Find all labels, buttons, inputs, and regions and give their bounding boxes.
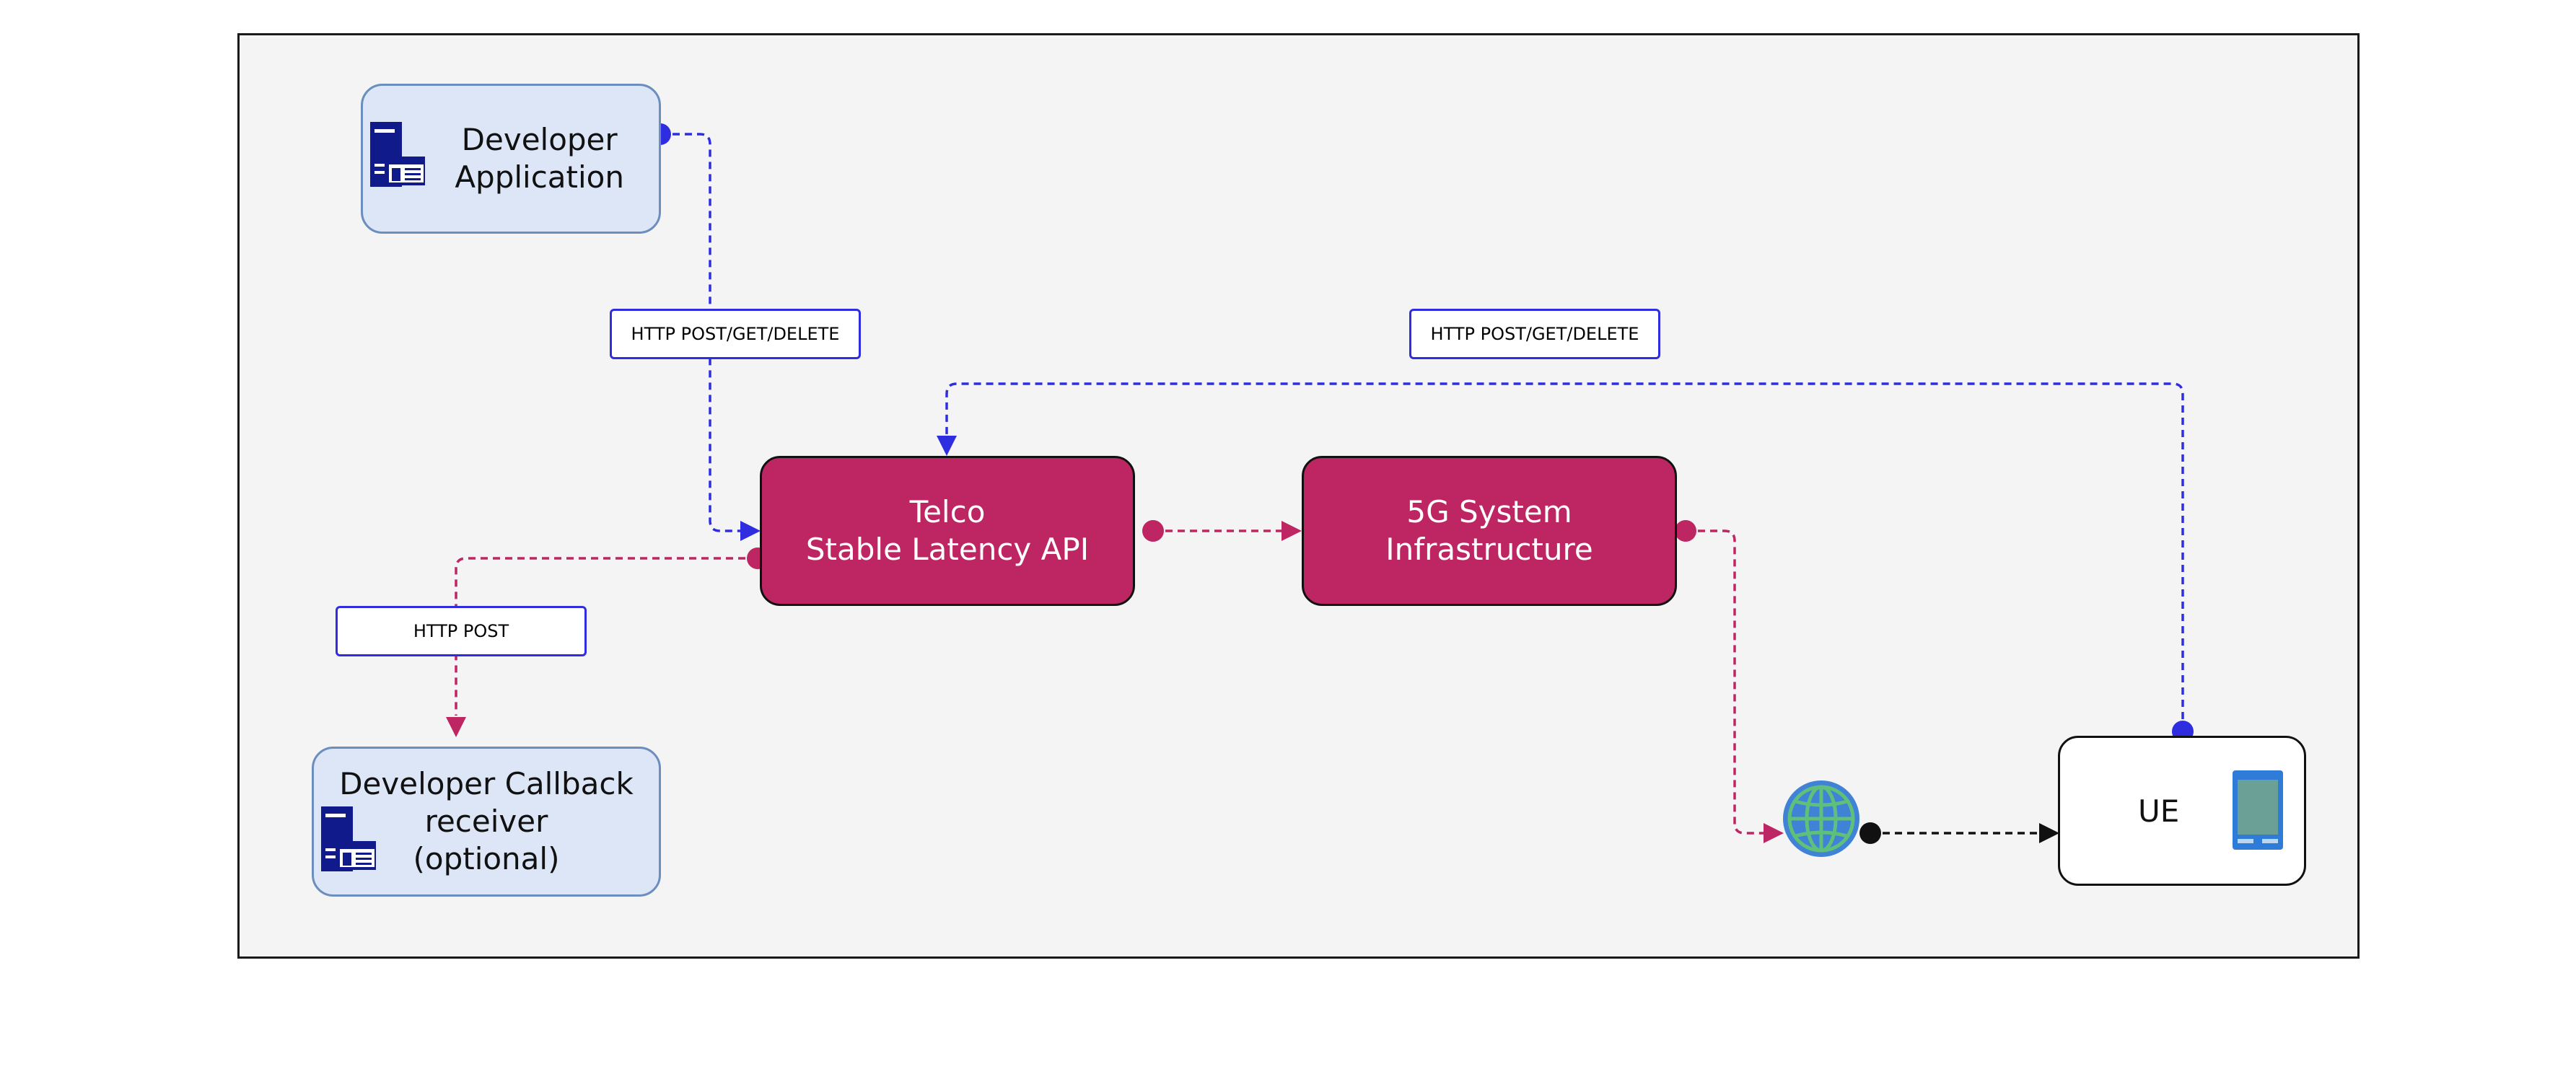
mobile-phone-icon	[2233, 770, 2283, 850]
developer-application-label-line1: Developer	[461, 122, 618, 157]
telco-api-label-line1: Telco	[909, 494, 986, 529]
developer-callback-label-line2: receiver	[424, 804, 548, 839]
ue-label: UE	[2138, 793, 2180, 829]
telco-stable-latency-api-node[interactable]: Telco Stable Latency API	[760, 456, 1135, 606]
connector-infra-to-internet	[1675, 520, 1784, 843]
edge-label-ue-to-api: HTTP POST/GET/DELETE	[1409, 309, 1660, 359]
server-icon	[370, 122, 425, 187]
server-icon	[321, 806, 376, 871]
globe-icon[interactable]	[1781, 778, 1862, 859]
connector-internet-to-ue	[1859, 822, 2059, 844]
infra-label-line1: 5G System	[1406, 494, 1572, 529]
ue-node[interactable]: UE	[2058, 736, 2306, 886]
developer-application-label-line2: Application	[455, 159, 624, 195]
developer-callback-label-line1: Developer Callback	[339, 766, 634, 801]
developer-callback-label-line3: (optional)	[413, 841, 560, 876]
developer-application-node[interactable]: Developer Application	[361, 84, 661, 234]
telco-api-label-line2: Stable Latency API	[805, 532, 1090, 567]
connector-api-to-infra	[1142, 520, 1302, 542]
edge-label-api-to-callback: HTTP POST	[336, 606, 587, 656]
developer-callback-node[interactable]: Developer Callback receiver (optional)	[312, 747, 661, 897]
infra-label-line2: Infrastructure	[1385, 532, 1593, 567]
5g-system-infrastructure-node[interactable]: 5G System Infrastructure	[1302, 456, 1677, 606]
edge-label-dev-to-api: HTTP POST/GET/DELETE	[610, 309, 861, 359]
